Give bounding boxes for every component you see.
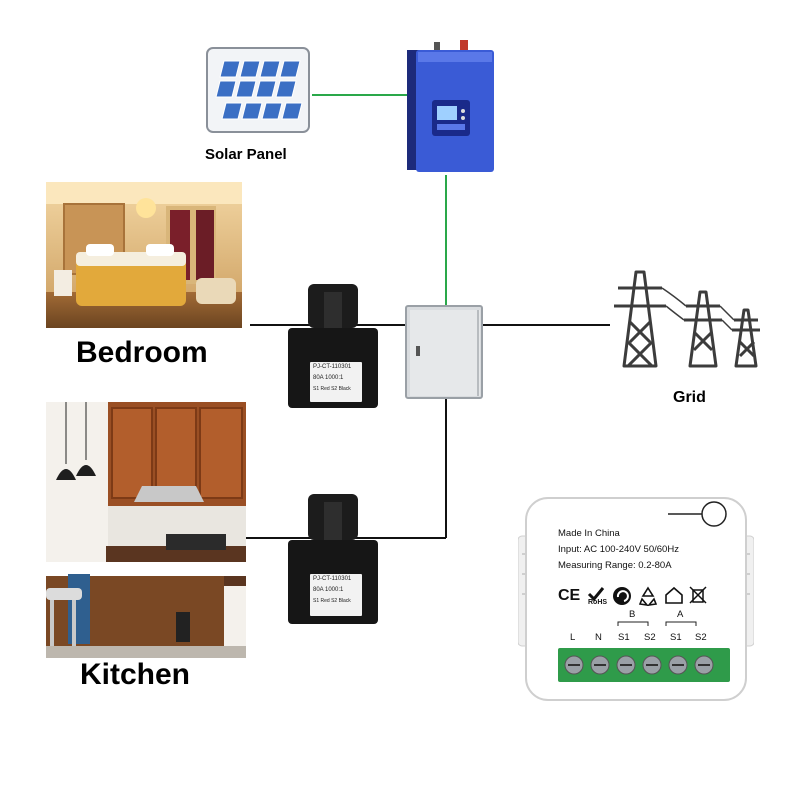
recycle-arrow-icon [612,586,632,606]
ct-model: PJ-CT-110301 [313,576,352,582]
terminal-label-l: L [570,632,576,643]
ce-mark-icon: CE [558,587,581,604]
solar-panel-icon [206,47,310,133]
terminal-group-b-label: B [629,609,636,620]
kitchen-photo [46,402,246,658]
ct-model: PJ-CT-110301 [313,364,352,370]
ct-clamp-bedroom: PJ-CT-110301 80A 1000:1 S1 Red S2 Black [288,284,378,408]
terminal-label-n: N [595,632,602,643]
ct-clamp-bedroom-label-plate: PJ-CT-110301 80A 1000:1 S1 Red S2 Black [310,362,362,402]
rohs-mark-icon: RoHS [588,599,608,606]
inverter-icon [404,40,496,176]
terminal-label-b-s2: S2 [644,632,656,643]
device-input-spec: Input: AC 100-240V 50/60Hz [558,544,679,555]
weee-bin-icon [688,585,708,605]
ct-clamp-kitchen: PJ-CT-110301 80A 1000:1 S1 Red S2 Black [288,494,378,624]
rohs-check-icon [586,584,606,604]
ct-rating: 80A 1000:1 [313,375,344,381]
terminal-label-b-s1: S1 [618,632,630,643]
bedroom-photo [46,182,242,328]
energy-meter-device: Made In China Input: AC 100-240V 50/60Hz… [518,496,754,702]
terminal-label-a-s2: S2 [695,632,707,643]
device-made-in: Made In China [558,528,620,539]
grid-label: Grid [673,389,706,406]
indoor-use-house-icon [664,585,684,605]
solar-panel-label: Solar Panel [205,146,287,163]
kitchen-label: Kitchen [80,658,191,691]
ct-clamp-kitchen-label-plate: PJ-CT-110301 80A 1000:1 S1 Red S2 Black [310,574,362,616]
device-measuring-range: Measuring Range: 0.2-80A [558,560,672,571]
bedroom-label: Bedroom [76,336,208,369]
ct-wires: S1 Red S2 Black [313,386,351,392]
ct-wires: S1 Red S2 Black [313,598,351,604]
terminal-label-a-s1: S1 [670,632,682,643]
distribution-box-icon [404,304,486,400]
recycle-icon [638,586,658,607]
grid-pylons-icon [606,262,772,372]
terminal-group-a-label: A [677,609,684,620]
ct-rating: 80A 1000:1 [313,587,344,593]
